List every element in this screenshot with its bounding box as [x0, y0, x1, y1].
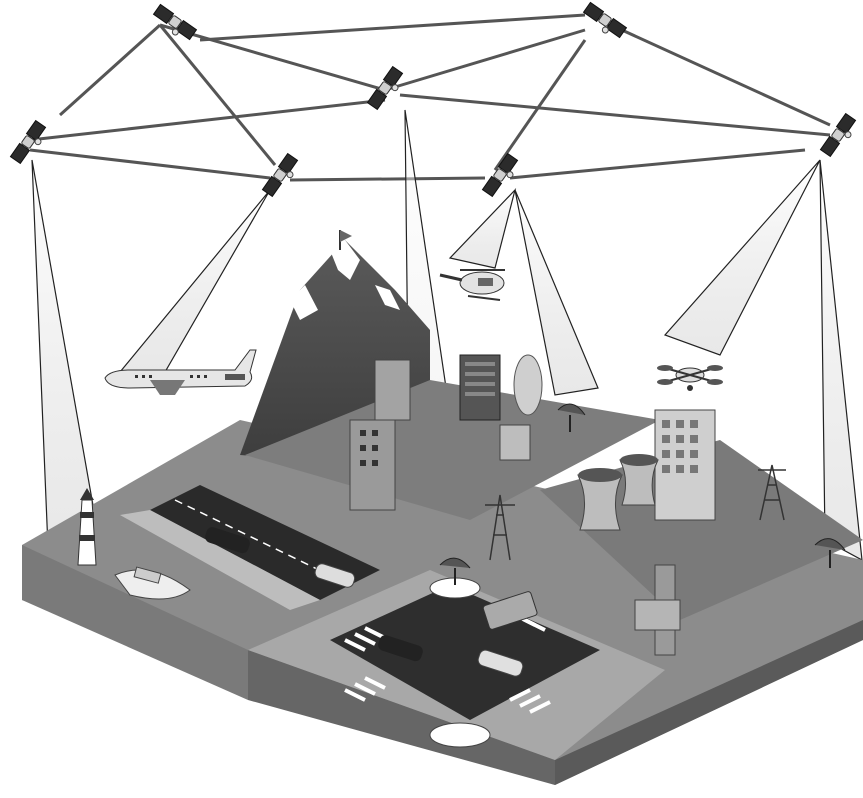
satellite-icon — [367, 67, 406, 113]
satellite-icon — [151, 4, 197, 43]
satellite-icon — [581, 2, 627, 41]
satellite-icon — [820, 114, 859, 160]
airplane-icon — [105, 350, 256, 395]
lighthouse-icon — [78, 488, 96, 565]
satellite-icon — [10, 121, 49, 167]
helicopter-icon — [440, 270, 505, 300]
drone-icon — [657, 365, 723, 391]
satellite-links — [30, 15, 830, 180]
